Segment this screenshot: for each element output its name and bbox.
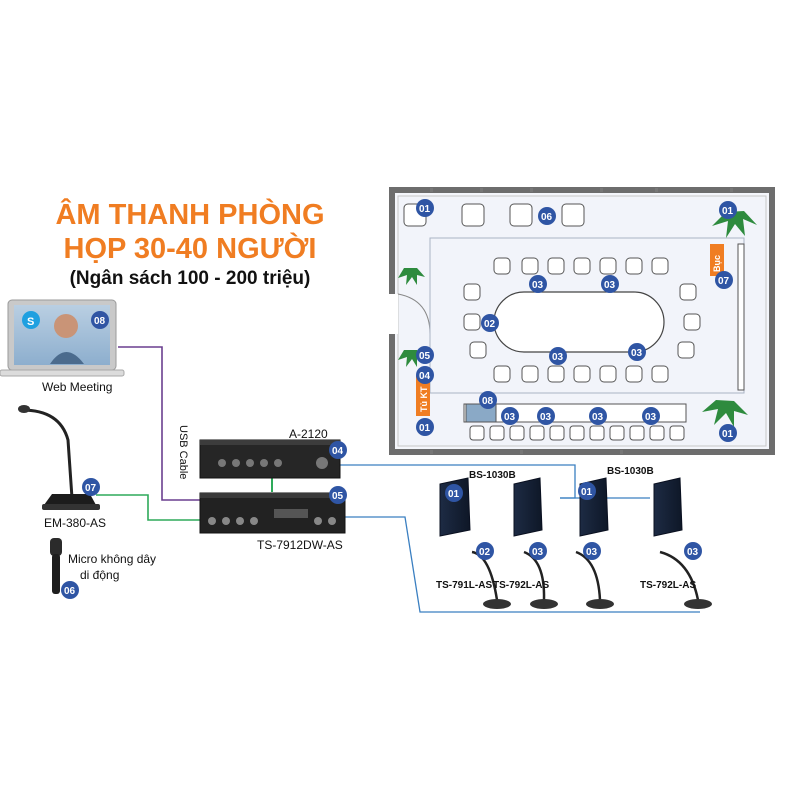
badge-07: 07 xyxy=(82,478,100,496)
mic-label-1: TS-791L-AS xyxy=(436,580,493,591)
svg-text:03: 03 xyxy=(645,412,657,423)
badge-04: 04 xyxy=(329,441,347,459)
badge-03: 03 xyxy=(501,407,519,425)
svg-text:03: 03 xyxy=(540,412,552,423)
badge-03: 03 xyxy=(529,275,547,293)
badge-06: 06 xyxy=(538,207,556,225)
svg-text:08: 08 xyxy=(94,316,106,327)
svg-text:07: 07 xyxy=(85,483,97,494)
svg-text:04: 04 xyxy=(419,371,431,382)
svg-text:06: 06 xyxy=(64,586,76,597)
number-badges: 01 06 01 03 03 07 02 05 04 03 03 08 03 0… xyxy=(61,199,737,599)
badge-08: 08 xyxy=(479,391,497,409)
laptop-label: Web Meeting xyxy=(42,380,113,394)
wireless-label-line-2: di động xyxy=(80,568,120,582)
mic-label-2: TS-792L-AS xyxy=(493,580,550,591)
badge-03: 03 xyxy=(537,407,555,425)
laptop-icon: S xyxy=(0,299,125,377)
svg-text:S: S xyxy=(27,316,34,328)
badge-05: 05 xyxy=(416,346,434,364)
svg-text:06: 06 xyxy=(541,212,553,223)
badge-01: 01 xyxy=(416,418,434,436)
usb-cable-label: USB Cable xyxy=(177,425,189,479)
amplifier-label: A-2120 xyxy=(289,427,328,441)
mixer-label: TS-7912DW-AS xyxy=(257,538,343,552)
title-line-1: ÂM THANH PHÒNG xyxy=(55,199,325,231)
badge-03: 03 xyxy=(642,407,660,425)
cabinet-label: Tủ KT xyxy=(419,386,429,412)
badge-03: 03 xyxy=(529,542,547,560)
svg-text:03: 03 xyxy=(687,547,699,558)
badge-02: 02 xyxy=(476,542,494,560)
svg-text:03: 03 xyxy=(592,412,604,423)
svg-text:03: 03 xyxy=(532,547,544,558)
svg-text:05: 05 xyxy=(332,491,344,502)
badge-05: 05 xyxy=(329,486,347,504)
badge-03: 03 xyxy=(628,343,646,361)
svg-text:02: 02 xyxy=(484,319,496,330)
badge-01: 01 xyxy=(445,484,463,502)
svg-text:03: 03 xyxy=(604,280,616,291)
gooseneck-label: EM-380-AS xyxy=(44,516,107,530)
mic-label-3: TS-792L-AS xyxy=(640,580,697,591)
svg-text:03: 03 xyxy=(631,348,643,359)
svg-text:02: 02 xyxy=(479,547,491,558)
mixer-icon xyxy=(199,492,346,534)
speaker-label-b: BS-1030B xyxy=(607,466,654,477)
badge-03: 03 xyxy=(549,347,567,365)
svg-text:05: 05 xyxy=(419,351,431,362)
svg-text:01: 01 xyxy=(448,489,460,500)
room-floor-plan xyxy=(388,187,775,455)
speaker-label-a: BS-1030B xyxy=(469,470,516,481)
cables xyxy=(96,346,700,613)
badge-01: 01 xyxy=(578,482,596,500)
svg-text:03: 03 xyxy=(532,280,544,291)
svg-text:03: 03 xyxy=(552,352,564,363)
badge-02: 02 xyxy=(481,314,499,332)
podium-label: Bục xyxy=(712,255,722,272)
usb-cable xyxy=(118,346,200,501)
badge-01: 01 xyxy=(719,424,737,442)
badge-08: 08 xyxy=(91,311,109,329)
badge-07: 07 xyxy=(715,271,733,289)
svg-text:01: 01 xyxy=(419,204,431,215)
speaker-icons xyxy=(439,477,683,537)
svg-text:08: 08 xyxy=(482,396,494,407)
wireless-label-line-1: Micro không dây xyxy=(68,552,157,566)
badge-01: 01 xyxy=(416,199,434,217)
badge-03: 03 xyxy=(601,275,619,293)
mic-cable xyxy=(96,494,200,521)
svg-text:03: 03 xyxy=(504,412,516,423)
title-line-2: HỌP 30-40 NGƯỜI xyxy=(63,233,317,265)
svg-text:04: 04 xyxy=(332,446,344,457)
gooseneck-mic-icon xyxy=(18,405,100,510)
svg-text:01: 01 xyxy=(581,487,593,498)
svg-text:01: 01 xyxy=(419,423,431,434)
svg-text:01: 01 xyxy=(722,206,734,217)
amplifier-icon xyxy=(199,439,341,479)
badge-01: 01 xyxy=(719,201,737,219)
conference-mic-icons xyxy=(471,550,700,601)
badge-03: 03 xyxy=(589,407,607,425)
wireless-mic-icon xyxy=(50,538,62,594)
badge-04: 04 xyxy=(416,366,434,384)
mic-bus-cable xyxy=(345,516,700,613)
badge-03: 03 xyxy=(583,542,601,560)
svg-text:01: 01 xyxy=(722,429,734,440)
subtitle: (Ngân sách 100 - 200 triệu) xyxy=(69,268,311,289)
svg-text:03: 03 xyxy=(586,547,598,558)
badge-03: 03 xyxy=(684,542,702,560)
conference-mic-bases xyxy=(483,599,712,609)
svg-text:07: 07 xyxy=(718,276,730,287)
badge-06: 06 xyxy=(61,581,79,599)
